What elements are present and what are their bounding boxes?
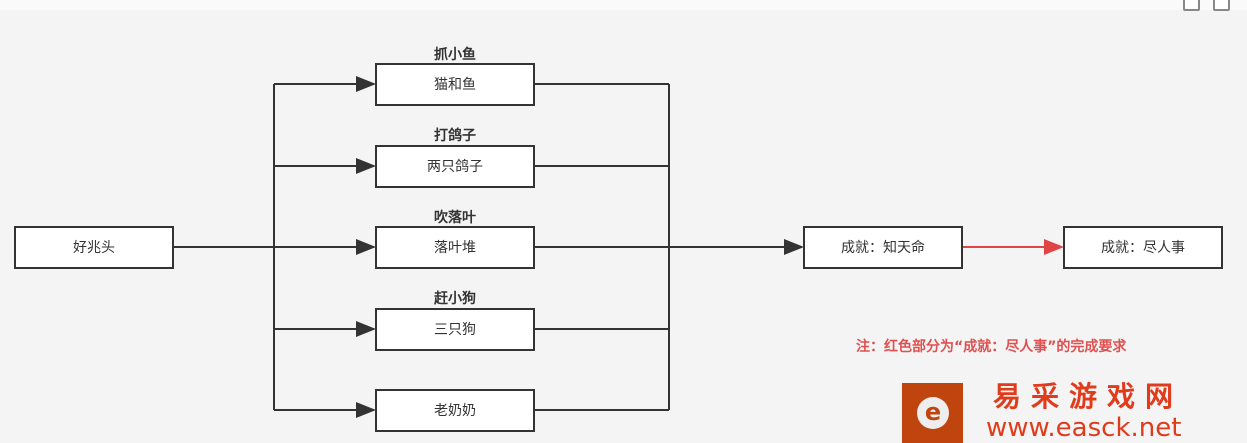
branch-requirement-label: 赶小狗 [433,290,476,307]
branch-node: 打鸽子 两只鸽子 [375,127,535,188]
achievement-1-label: 成就：知天命 [841,239,925,256]
branch-node: 吹落叶 落叶堆 [375,209,535,269]
branch-node: 赶小狗 三只狗 [375,290,535,351]
brand-url[interactable]: www.easck.net [986,413,1182,443]
branch-node-label: 两只鸽子 [427,158,483,175]
branch-node-label: 三只狗 [434,322,476,338]
achievement-2-label: 成就：尽人事 [1101,240,1185,256]
top-bar [0,0,1247,11]
window-icon[interactable] [1183,0,1200,11]
branch-node-label: 落叶堆 [434,240,476,256]
branch-node-label: 老奶奶 [434,403,476,419]
start-node-label: 好兆头 [73,240,115,256]
start-node: 好兆头 [14,226,174,269]
brand-logo-icon: e [902,383,963,443]
logo-letter: e [917,397,949,429]
connectors [173,76,804,418]
branch-node: 老奶奶 [375,389,535,432]
save-icon[interactable] [1213,0,1230,11]
branch-node-label: 猫和鱼 [434,76,476,93]
achievement-node-1: 成就：知天命 [803,226,963,269]
branch-requirement-label: 打鸽子 [434,127,476,144]
achievement-node-2: 成就：尽人事 [1063,226,1223,269]
branch-requirement-label: 吹落叶 [434,209,476,226]
note-text: 注：红色部分为“成就：尽人事”的完成要求 [856,339,1127,355]
branch-node: 抓小鱼 猫和鱼 [375,46,535,106]
brand-name: 易采游戏网 [993,380,1184,413]
branch-requirement-label: 抓小鱼 [434,46,476,63]
